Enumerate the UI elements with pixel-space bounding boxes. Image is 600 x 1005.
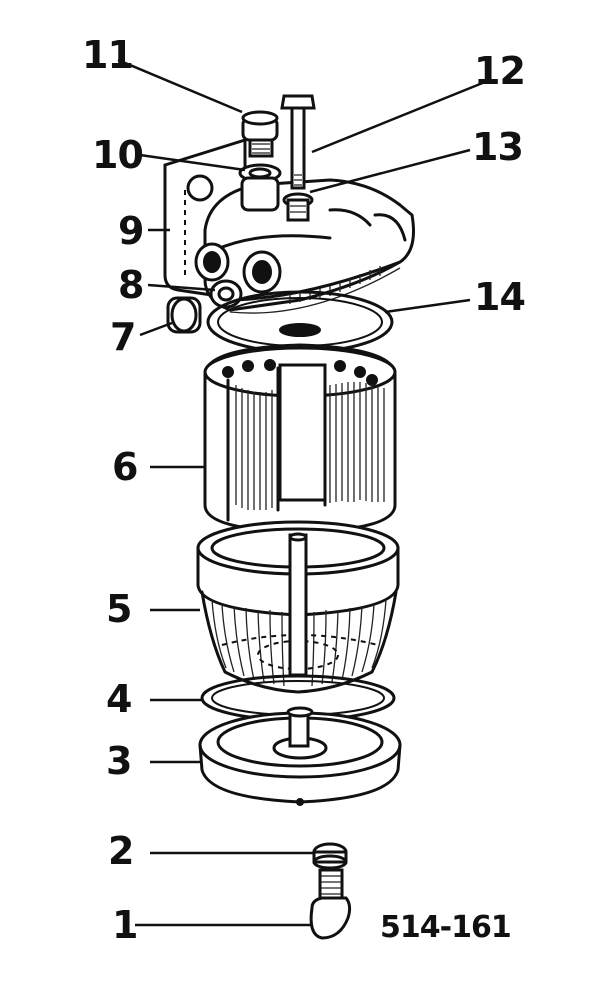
leader-lines <box>117 58 486 927</box>
filter-base-part <box>198 706 402 806</box>
callout-12: 12 <box>474 49 526 93</box>
filter-element-part <box>203 343 397 534</box>
callout-3: 3 <box>106 739 132 783</box>
callout-14: 14 <box>474 275 526 319</box>
callout-13: 13 <box>472 125 524 169</box>
filter-bowl-part <box>196 520 400 694</box>
callout-5: 5 <box>106 587 132 631</box>
screw-washer-part <box>238 163 282 212</box>
drain-plug-part <box>309 868 352 940</box>
bleed-screw-part <box>241 110 279 158</box>
callout-10: 10 <box>92 133 144 177</box>
callout-2: 2 <box>108 829 134 873</box>
plug-part <box>166 296 202 334</box>
callout-4: 4 <box>106 677 132 721</box>
drain-washer-part <box>312 842 348 870</box>
bolt-washer-part <box>282 192 314 222</box>
callout-8: 8 <box>118 263 144 307</box>
callout-11: 11 <box>82 33 134 77</box>
callout-6: 6 <box>112 445 138 489</box>
callout-1: 1 <box>112 903 138 947</box>
callout-9: 9 <box>118 209 144 253</box>
filter-head <box>163 137 415 314</box>
callout-7: 7 <box>110 315 136 359</box>
centre-bolt-part <box>280 94 316 190</box>
figure-reference-number: 514-161 <box>380 910 512 945</box>
